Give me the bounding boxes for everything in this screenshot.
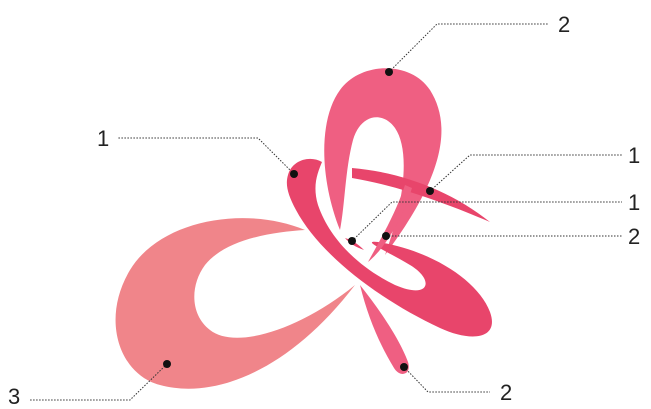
marker-dot — [163, 360, 171, 368]
label-right-lower: 2 — [628, 224, 640, 249]
leader-left-upper — [118, 138, 294, 174]
label-top-right: 2 — [558, 12, 570, 37]
marker-dot — [290, 170, 298, 178]
marker-dot — [348, 237, 356, 245]
marker-dot — [400, 363, 408, 371]
bottom-left-petal — [116, 218, 355, 389]
label-bottom-left: 3 — [8, 384, 20, 409]
label-right-middle: 1 — [628, 190, 640, 215]
marker-dot — [426, 187, 434, 195]
label-right-upper: 1 — [628, 143, 640, 168]
label-bottom-right: 2 — [500, 380, 512, 405]
marker-dot — [385, 68, 393, 76]
leader-bottom-right — [404, 367, 490, 392]
leader-right-upper — [430, 155, 622, 191]
label-left-upper: 1 — [97, 126, 109, 151]
marker-dot — [382, 232, 390, 240]
leader-top-right — [389, 24, 548, 72]
top-petal — [324, 68, 441, 255]
